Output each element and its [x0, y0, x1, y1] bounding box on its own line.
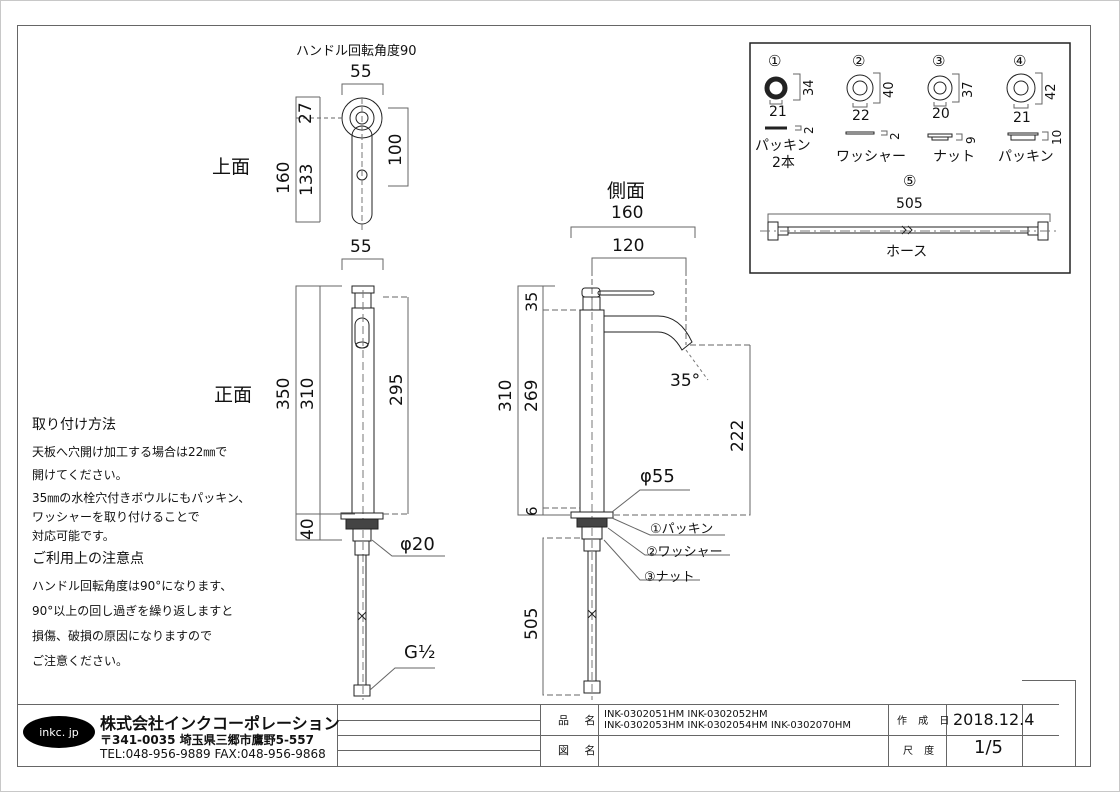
part-number: ⑤ — [903, 172, 917, 190]
base-diameter-label: φ55 — [640, 466, 675, 487]
divider — [888, 705, 889, 766]
inner-dim: 21 — [1013, 110, 1031, 126]
outer-dim: 34 — [802, 79, 817, 96]
front-dim-40: 40 — [298, 518, 318, 540]
callout-nut: ③ナット — [644, 570, 695, 585]
front-width-dim: 55 — [350, 237, 372, 257]
thickness-dim: 2 — [802, 126, 816, 134]
side-dim-35: 35 — [522, 291, 541, 312]
divider — [540, 735, 1059, 736]
product-line: INK-0302051HM INK-0302052HM — [604, 709, 768, 720]
drawing-frame — [17, 25, 1091, 767]
outer-dim: 37 — [961, 81, 976, 98]
product-name-label: 品 名 — [558, 714, 602, 727]
part-quantity: 2本 — [772, 155, 795, 171]
top-width-dim: 55 — [350, 62, 372, 82]
parts-drawings — [760, 72, 1060, 241]
part-name: パッキン — [755, 138, 811, 154]
part-name: ホース — [886, 244, 928, 260]
install-line: 開けてください。 — [32, 468, 128, 482]
part-number: ① — [768, 52, 782, 70]
part-name: ワッシャー — [836, 149, 906, 165]
company-contact: TEL:048-956-9889 FAX:048-956-9868 — [100, 747, 326, 761]
side-view-drawing — [517, 226, 751, 700]
inner-dim: 21 — [769, 104, 787, 120]
top-dim-133: 133 — [297, 163, 317, 196]
creation-date: 2018.12.4 — [953, 710, 1035, 729]
install-line: 天板へ穴開け加工する場合は22㎜で — [32, 445, 228, 459]
company-address: 〒341-0035 埼玉県三郷市鷹野5-557 — [100, 733, 314, 747]
install-line: ワッシャーを取り付けることで — [32, 510, 200, 524]
thickness-dim: 2 — [888, 132, 902, 140]
part-name: パッキン — [998, 149, 1054, 165]
date-label: 作 成 日 — [897, 716, 954, 727]
divider — [1022, 705, 1023, 766]
divider — [1075, 680, 1076, 766]
divider — [337, 735, 540, 736]
top-dim-27: 27 — [296, 102, 316, 124]
install-line: 35㎜の水栓穴付きボウルにもパッキン、 — [32, 491, 251, 505]
part-number: ② — [852, 52, 866, 70]
side-dim-120: 120 — [612, 236, 645, 256]
divider — [337, 720, 540, 721]
scale-label: 尺 度 — [903, 746, 939, 757]
callout-washer: ②ワッシャー — [646, 545, 723, 560]
thickness-dim: 10 — [1050, 129, 1064, 145]
top-view-title: 上面 — [212, 156, 251, 178]
front-diameter-label: φ20 — [400, 534, 435, 555]
part-number: ④ — [1013, 52, 1027, 70]
divider — [1022, 680, 1075, 681]
part-number: ③ — [932, 52, 946, 70]
callout-packing: ①パッキン — [650, 522, 714, 537]
divider — [946, 705, 947, 766]
side-dim-269: 269 — [522, 379, 542, 412]
front-view-title: 正面 — [214, 384, 253, 406]
hose-length: 505 — [896, 196, 923, 212]
hose-length-dim: 505 — [522, 607, 542, 640]
top-dim-100: 100 — [386, 133, 406, 166]
top-view-drawing — [295, 83, 409, 232]
company-name: 株式会社インクコーポレーション — [100, 714, 340, 733]
outer-dim: 40 — [882, 81, 897, 98]
drawing-name-label: 図 名 — [558, 744, 602, 757]
outer-dim: 42 — [1044, 83, 1059, 100]
caution-heading: ご利用上の注意点 — [32, 551, 144, 567]
spout-angle: 35° — [670, 371, 701, 391]
front-dim-350: 350 — [274, 377, 294, 410]
divider — [337, 750, 540, 751]
product-names: INK-0302051HM INK-0302052HM INK-0302053H… — [604, 709, 851, 731]
notes-section: 取り付け方法 天板へ穴開け加工する場合は22㎜で 開けてください。 35㎜の水栓… — [32, 416, 250, 675]
part-name: ナット — [933, 149, 975, 165]
side-dim-222: 222 — [728, 419, 748, 452]
front-view-drawing — [295, 258, 445, 700]
install-heading: 取り付け方法 — [32, 417, 116, 433]
side-view-title: 側面 — [607, 180, 646, 202]
parts-box — [749, 42, 1071, 274]
inner-dim: 22 — [852, 108, 870, 124]
side-dim-160: 160 — [611, 203, 644, 223]
divider — [540, 705, 541, 766]
handle-rotation-note: ハンドル回転角度90 — [296, 44, 417, 59]
install-line: 対応可能です。 — [32, 529, 115, 543]
caution-line: ご注意ください。 — [32, 654, 129, 668]
thickness-dim: 9 — [964, 136, 978, 144]
top-dim-160: 160 — [274, 161, 294, 194]
company-logo: inkc. jp — [23, 716, 95, 748]
side-dim-6: 6 — [523, 506, 541, 516]
caution-line: 90°以上の回し過ぎを繰り返しますと — [32, 604, 234, 618]
product-line: INK-0302053HM INK-0302054HM INK-0302070H… — [604, 720, 852, 731]
front-dim-295: 295 — [387, 373, 407, 406]
scale-value: 1/5 — [974, 737, 1003, 758]
front-dim-310: 310 — [298, 377, 318, 410]
caution-line: ハンドル回転角度は90°になります、 — [32, 579, 233, 593]
title-block — [18, 680, 1076, 766]
inner-dim: 20 — [932, 106, 950, 122]
thread-label: G½ — [404, 642, 436, 663]
caution-line: 損傷、破損の原因になりますので — [32, 629, 213, 643]
side-dim-310: 310 — [496, 379, 516, 412]
divider — [598, 705, 599, 766]
